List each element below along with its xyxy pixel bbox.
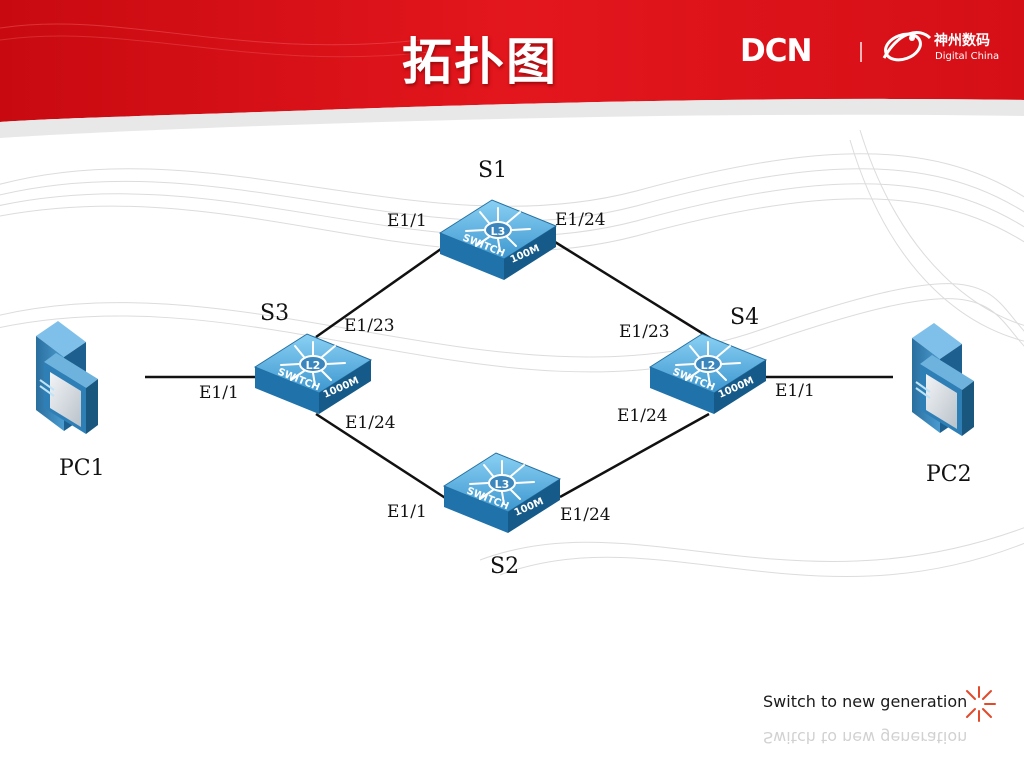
port-label: E1/1 [387,211,427,231]
device-label-s2: S2 [490,554,520,579]
l2-switch-icon [254,333,372,415]
slide-title: 拓扑图 [402,33,558,91]
computer-icon [911,322,975,437]
link-lines [145,240,893,503]
computer-icon [35,320,99,435]
l2-switch-icon [649,333,767,415]
l3-switch-icon [439,199,557,281]
device-label-pc1: PC1 [59,456,105,481]
tagline: Switch to new generation [763,692,968,711]
port-label: E1/1 [199,383,239,403]
tagline-burst-icon [966,686,996,722]
port-label: E1/24 [555,210,606,230]
tagline-reflection: Switch to new generation [763,728,968,747]
logo-divider [860,42,862,62]
device-label-s4: S4 [730,305,760,330]
device-label-pc2: PC2 [926,462,972,487]
header-band [0,0,1024,138]
port-label: E1/24 [345,413,396,433]
port-label: E1/23 [619,322,670,342]
digital-china-logo-icon [882,31,932,62]
logo-company-cn: 神州数码 [934,33,990,49]
l3-switch-icon [443,452,561,534]
link-s3-s2 [315,412,451,503]
device-label-s1: S1 [478,158,508,183]
port-label: E1/24 [560,505,611,525]
port-label: E1/1 [775,381,815,401]
link-s2-s4 [559,412,710,499]
port-label: E1/23 [344,316,395,336]
port-label: E1/1 [387,502,427,522]
port-label: E1/24 [617,406,668,426]
device-label-s3: S3 [260,301,290,326]
logo-company-en: Digital China [935,51,1000,62]
link-s3-s1 [315,242,449,339]
dcn-logo: DCN [740,33,812,69]
link-s1-s4 [554,240,711,340]
